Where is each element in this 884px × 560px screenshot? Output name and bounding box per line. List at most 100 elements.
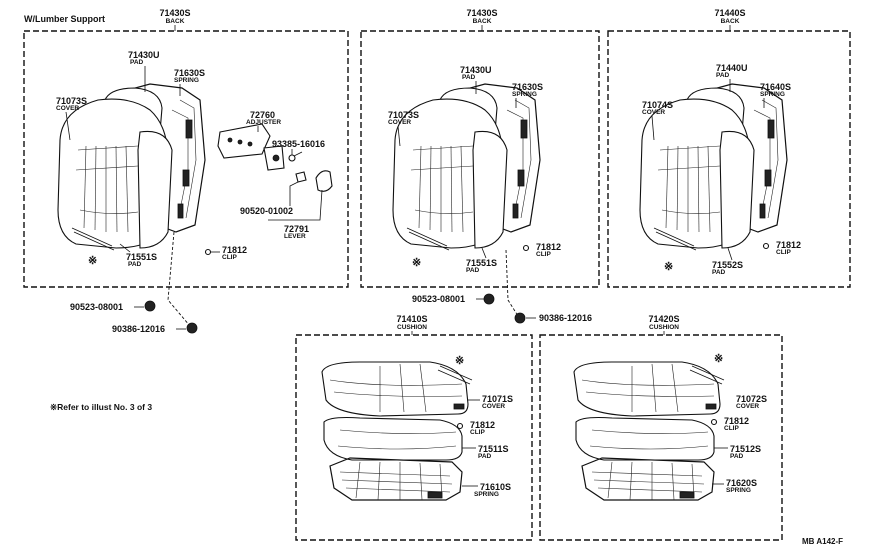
clip-icon — [762, 242, 770, 250]
adjuster-number: 72760 — [250, 110, 275, 120]
clip-icon — [522, 244, 530, 252]
pad-name: PAD — [730, 453, 744, 460]
cover-name: COVER — [736, 403, 759, 410]
group-name: CUSHION — [649, 324, 679, 331]
lower-pad-name: PAD — [712, 269, 726, 276]
cover-name: COVER — [56, 105, 79, 112]
adjuster-name: ADJUSTER — [246, 119, 281, 126]
spring-number: 71630S — [174, 68, 205, 78]
cover-name: COVER — [642, 109, 665, 116]
clip-name: CLIP — [776, 249, 791, 256]
pad-name: PAD — [130, 59, 144, 66]
spring-name: SPRING — [512, 91, 537, 98]
lever-number: 72791 — [284, 224, 309, 234]
note-mark: ※ — [88, 255, 97, 267]
nut-icon — [144, 300, 156, 312]
cover-number: 71074S — [642, 100, 673, 110]
lower-pad-number: 71551S — [126, 252, 157, 262]
cover-number: 71071S — [482, 394, 513, 404]
nut-number: 90386-12016 — [539, 313, 592, 323]
group-name: BACK — [166, 18, 185, 25]
clip-name: CLIP — [724, 425, 739, 432]
screw-number: 93385-16016 — [272, 139, 325, 149]
group-number: 71440S — [714, 8, 745, 18]
group-number: 71420S — [648, 314, 679, 324]
group-cushion-left: 71410S CUSHION ※ 71071S COVER 71812 CLIP… — [295, 314, 533, 541]
cushion-illustration — [573, 361, 725, 501]
nut-icon — [483, 293, 495, 305]
group-box — [23, 30, 349, 288]
group-back-mid: 71430S BACK 71430U PAD 71630S SPRING 710… — [360, 8, 600, 288]
spring-number: 71630S — [512, 82, 543, 92]
clip-number: 71812 — [776, 240, 801, 250]
nut-icon — [514, 312, 526, 324]
lower-pad-name: PAD — [128, 261, 142, 268]
clip-name: CLIP — [222, 254, 237, 261]
cover-name: COVER — [388, 119, 411, 126]
spring-name: SPRING — [474, 491, 499, 498]
nut-number: 90386-12016 — [112, 324, 165, 334]
note-mark: ※ — [412, 257, 421, 269]
lower-pad-number: 71552S — [712, 260, 743, 270]
group-number: 71430S — [159, 8, 190, 18]
spring-number: 71610S — [480, 482, 511, 492]
group-cushion-right: 71420S CUSHION ※ 71072S COVER 71812 CLIP… — [539, 314, 783, 541]
clip-number: 71812 — [470, 420, 495, 430]
note-mark: ※ — [714, 353, 723, 365]
spring-number: 71620S — [726, 478, 757, 488]
pad-number: 71511S — [478, 444, 509, 454]
loose-fasteners-mid: 90523-08001 90386-12016 — [412, 249, 592, 324]
group-name: CUSHION — [397, 324, 427, 331]
cushion-illustration — [321, 361, 473, 501]
nut-number: 90523-08001 — [412, 294, 465, 304]
lower-pad-number: 71551S — [466, 258, 497, 268]
group-name: BACK — [473, 18, 492, 25]
nut-icon — [186, 322, 198, 334]
lever-name: LEVER — [284, 233, 306, 240]
cover-number: 71073S — [56, 96, 87, 106]
seat-back-illustration — [392, 83, 541, 251]
lever-knob — [295, 170, 333, 192]
clip-number: 71812 — [536, 242, 561, 252]
pad-number: 71430U — [128, 50, 160, 60]
screw-icon — [288, 151, 303, 162]
cover-number: 71073S — [388, 110, 419, 120]
seat-back-illustration — [57, 83, 206, 251]
nut-number: 90523-08001 — [70, 302, 123, 312]
clip-name: CLIP — [536, 251, 551, 258]
spring-name: SPRING — [174, 77, 199, 84]
bolt-number: 90520-01002 — [240, 206, 293, 216]
group-box — [539, 334, 783, 541]
group-back-left: 71430S BACK 71430U PAD 71630S SPRI — [23, 8, 349, 288]
clip-icon — [710, 418, 718, 426]
pad-name: PAD — [462, 74, 476, 81]
reference-note: ※Refer to illust No. 3 of 3 — [50, 402, 152, 412]
pad-name: PAD — [478, 453, 492, 460]
group-box — [360, 30, 600, 288]
pad-number: 71512S — [730, 444, 761, 454]
loose-fasteners-left: 90523-08001 90386-12016 — [70, 231, 198, 334]
figure-code: MB A142-F — [802, 537, 843, 546]
cover-number: 71072S — [736, 394, 767, 404]
pad-number: 71430U — [460, 65, 492, 75]
pad-name: PAD — [716, 72, 730, 79]
variant-label: W/Lumber Support — [24, 14, 105, 24]
clip-name: CLIP — [470, 429, 485, 436]
group-number: 71430S — [466, 8, 497, 18]
group-back-right: 71440S BACK 71440U PAD 71640S SPRING 710… — [607, 8, 851, 288]
spring-name: SPRING — [760, 91, 785, 98]
clip-icon — [456, 422, 464, 430]
group-number: 71410S — [396, 314, 427, 324]
group-box — [607, 30, 851, 288]
cover-name: COVER — [482, 403, 505, 410]
lumbar-adjuster — [217, 123, 285, 171]
note-mark: ※ — [455, 355, 464, 367]
clip-number: 71812 — [222, 245, 247, 255]
group-name: BACK — [721, 18, 740, 25]
lower-pad-name: PAD — [466, 267, 480, 274]
clip-number: 71812 — [724, 416, 749, 426]
clip-icon — [204, 248, 212, 256]
note-mark: ※ — [664, 261, 673, 273]
spring-number: 71640S — [760, 82, 791, 92]
